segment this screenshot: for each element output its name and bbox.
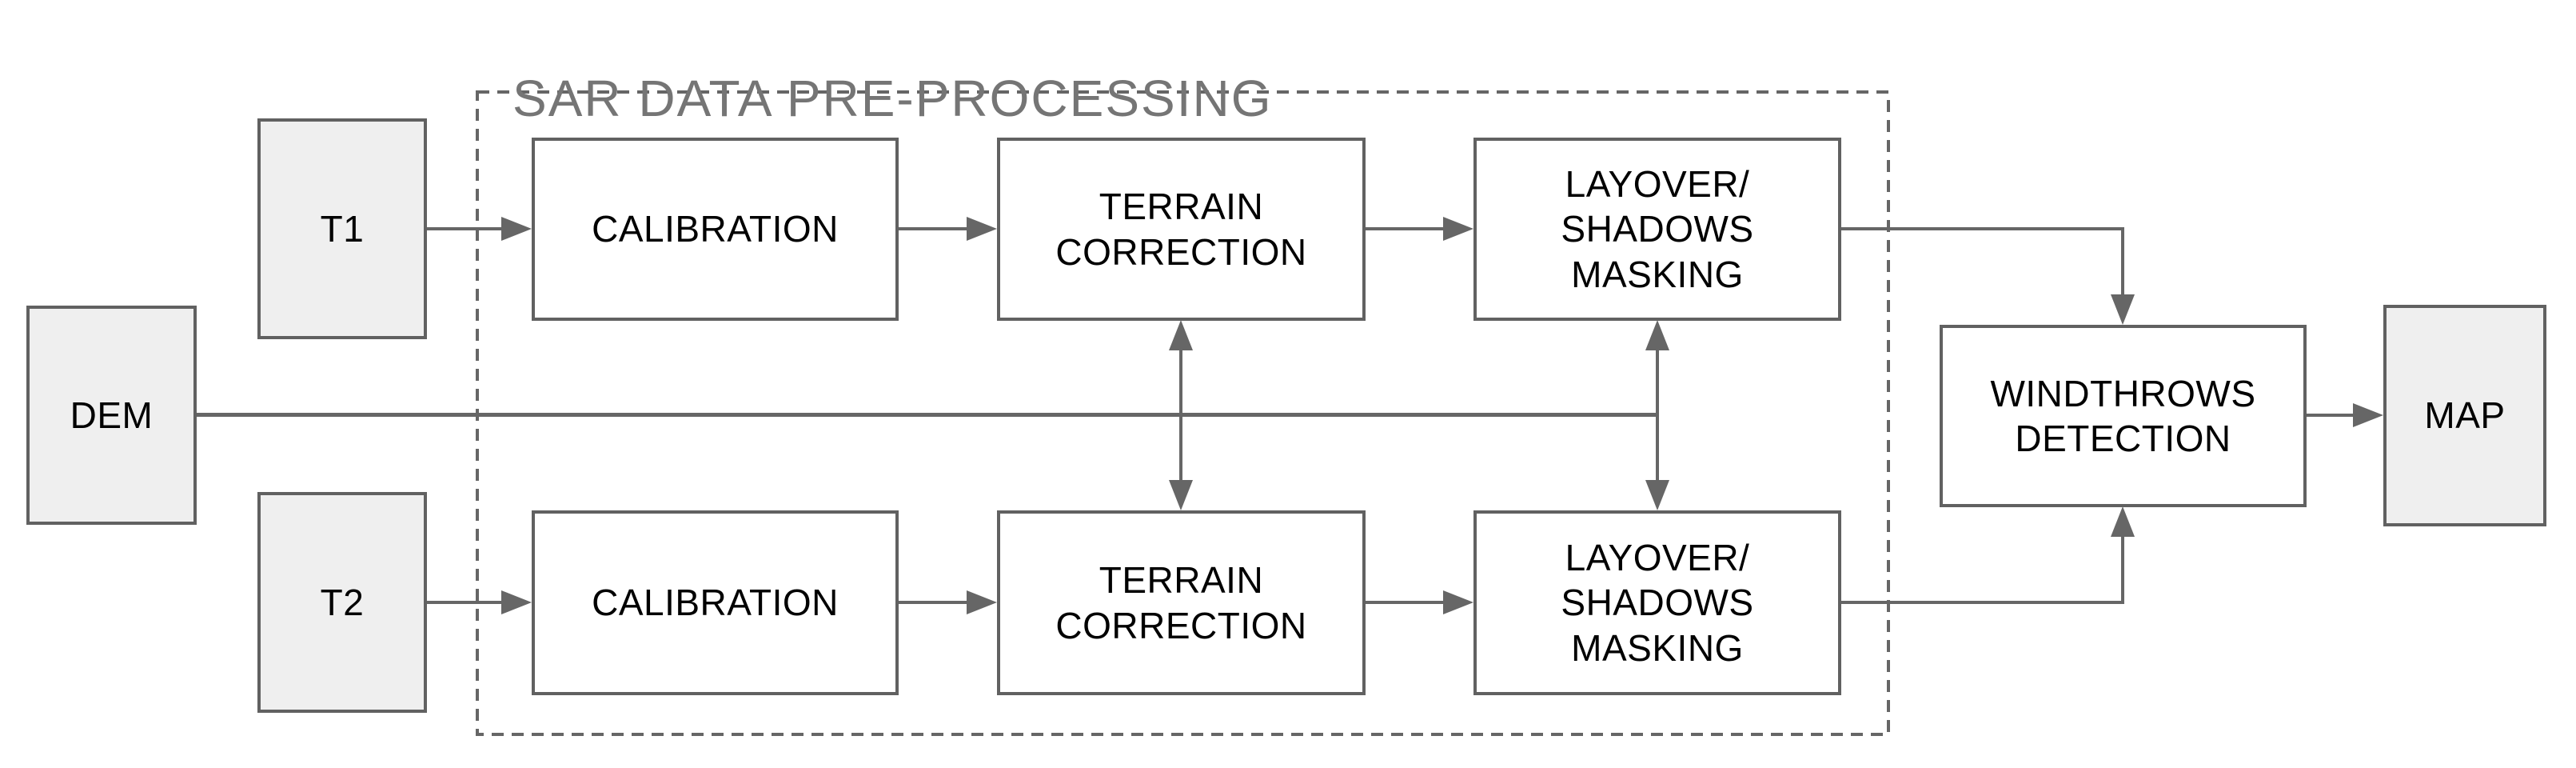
- node-layover-shadows-masking-t1: LAYOVER/ SHADOWS MASKING: [1473, 138, 1841, 321]
- edge-t1-calibration: [426, 217, 532, 241]
- edge-dem-layover-bidirectional: [1645, 320, 1669, 510]
- edge-t1-calibration-arrowhead: [501, 217, 532, 241]
- node-dem: DEM: [26, 306, 197, 525]
- edge-terrain-layover-t1-arrowhead: [1443, 217, 1473, 241]
- edge-windthrows-map-arrowhead: [2353, 403, 2383, 427]
- edge-layover-windthrows-t2-arrowhead: [2111, 506, 2135, 537]
- preprocessing-group-title: SAR DATA PRE-PROCESSING: [512, 70, 1273, 127]
- edge-layover-windthrows-t1: [1841, 227, 2135, 325]
- edge-t2-calibration-arrowhead: [501, 590, 532, 614]
- edge-layover-windthrows-t1-arrowhead: [2111, 294, 2135, 325]
- edge-terrain-layover-t2: [1366, 590, 1473, 614]
- edge-terrain-layover-t2-arrowhead: [1443, 590, 1473, 614]
- edge-calibration-terrain-t1: [898, 217, 997, 241]
- edge-dem-terrain-down-arrowhead: [1169, 480, 1193, 510]
- edge-dem-layover-up-arrowhead: [1645, 320, 1669, 350]
- node-windthrows-detection: WINDTHROWS DETECTION: [1940, 325, 2307, 507]
- node-calibration-t1: CALIBRATION: [532, 138, 899, 321]
- edge-windthrows-map: [2307, 403, 2383, 427]
- edge-calibration-terrain-t1-arrowhead: [967, 217, 997, 241]
- edge-terrain-layover-t1: [1366, 217, 1473, 241]
- node-map: MAP: [2383, 305, 2546, 526]
- node-terrain-correction-t2: TERRAIN CORRECTION: [997, 510, 1366, 695]
- node-layover-shadows-masking-t2: LAYOVER/ SHADOWS MASKING: [1473, 510, 1841, 695]
- edge-dem-terrain-up-arrowhead: [1169, 320, 1193, 350]
- node-calibration-t2: CALIBRATION: [532, 510, 899, 695]
- edge-t2-calibration: [426, 590, 532, 614]
- edge-calibration-terrain-t2-arrowhead: [967, 590, 997, 614]
- node-t2: T2: [257, 492, 427, 713]
- node-t1: T1: [257, 118, 427, 339]
- edge-layover-windthrows-t2: [1841, 506, 2135, 604]
- node-terrain-correction-t1: TERRAIN CORRECTION: [997, 138, 1366, 321]
- edge-dem-terrain-bidirectional: [1169, 320, 1193, 510]
- edge-calibration-terrain-t2: [898, 590, 997, 614]
- edge-dem-layover-down-arrowhead: [1645, 480, 1669, 510]
